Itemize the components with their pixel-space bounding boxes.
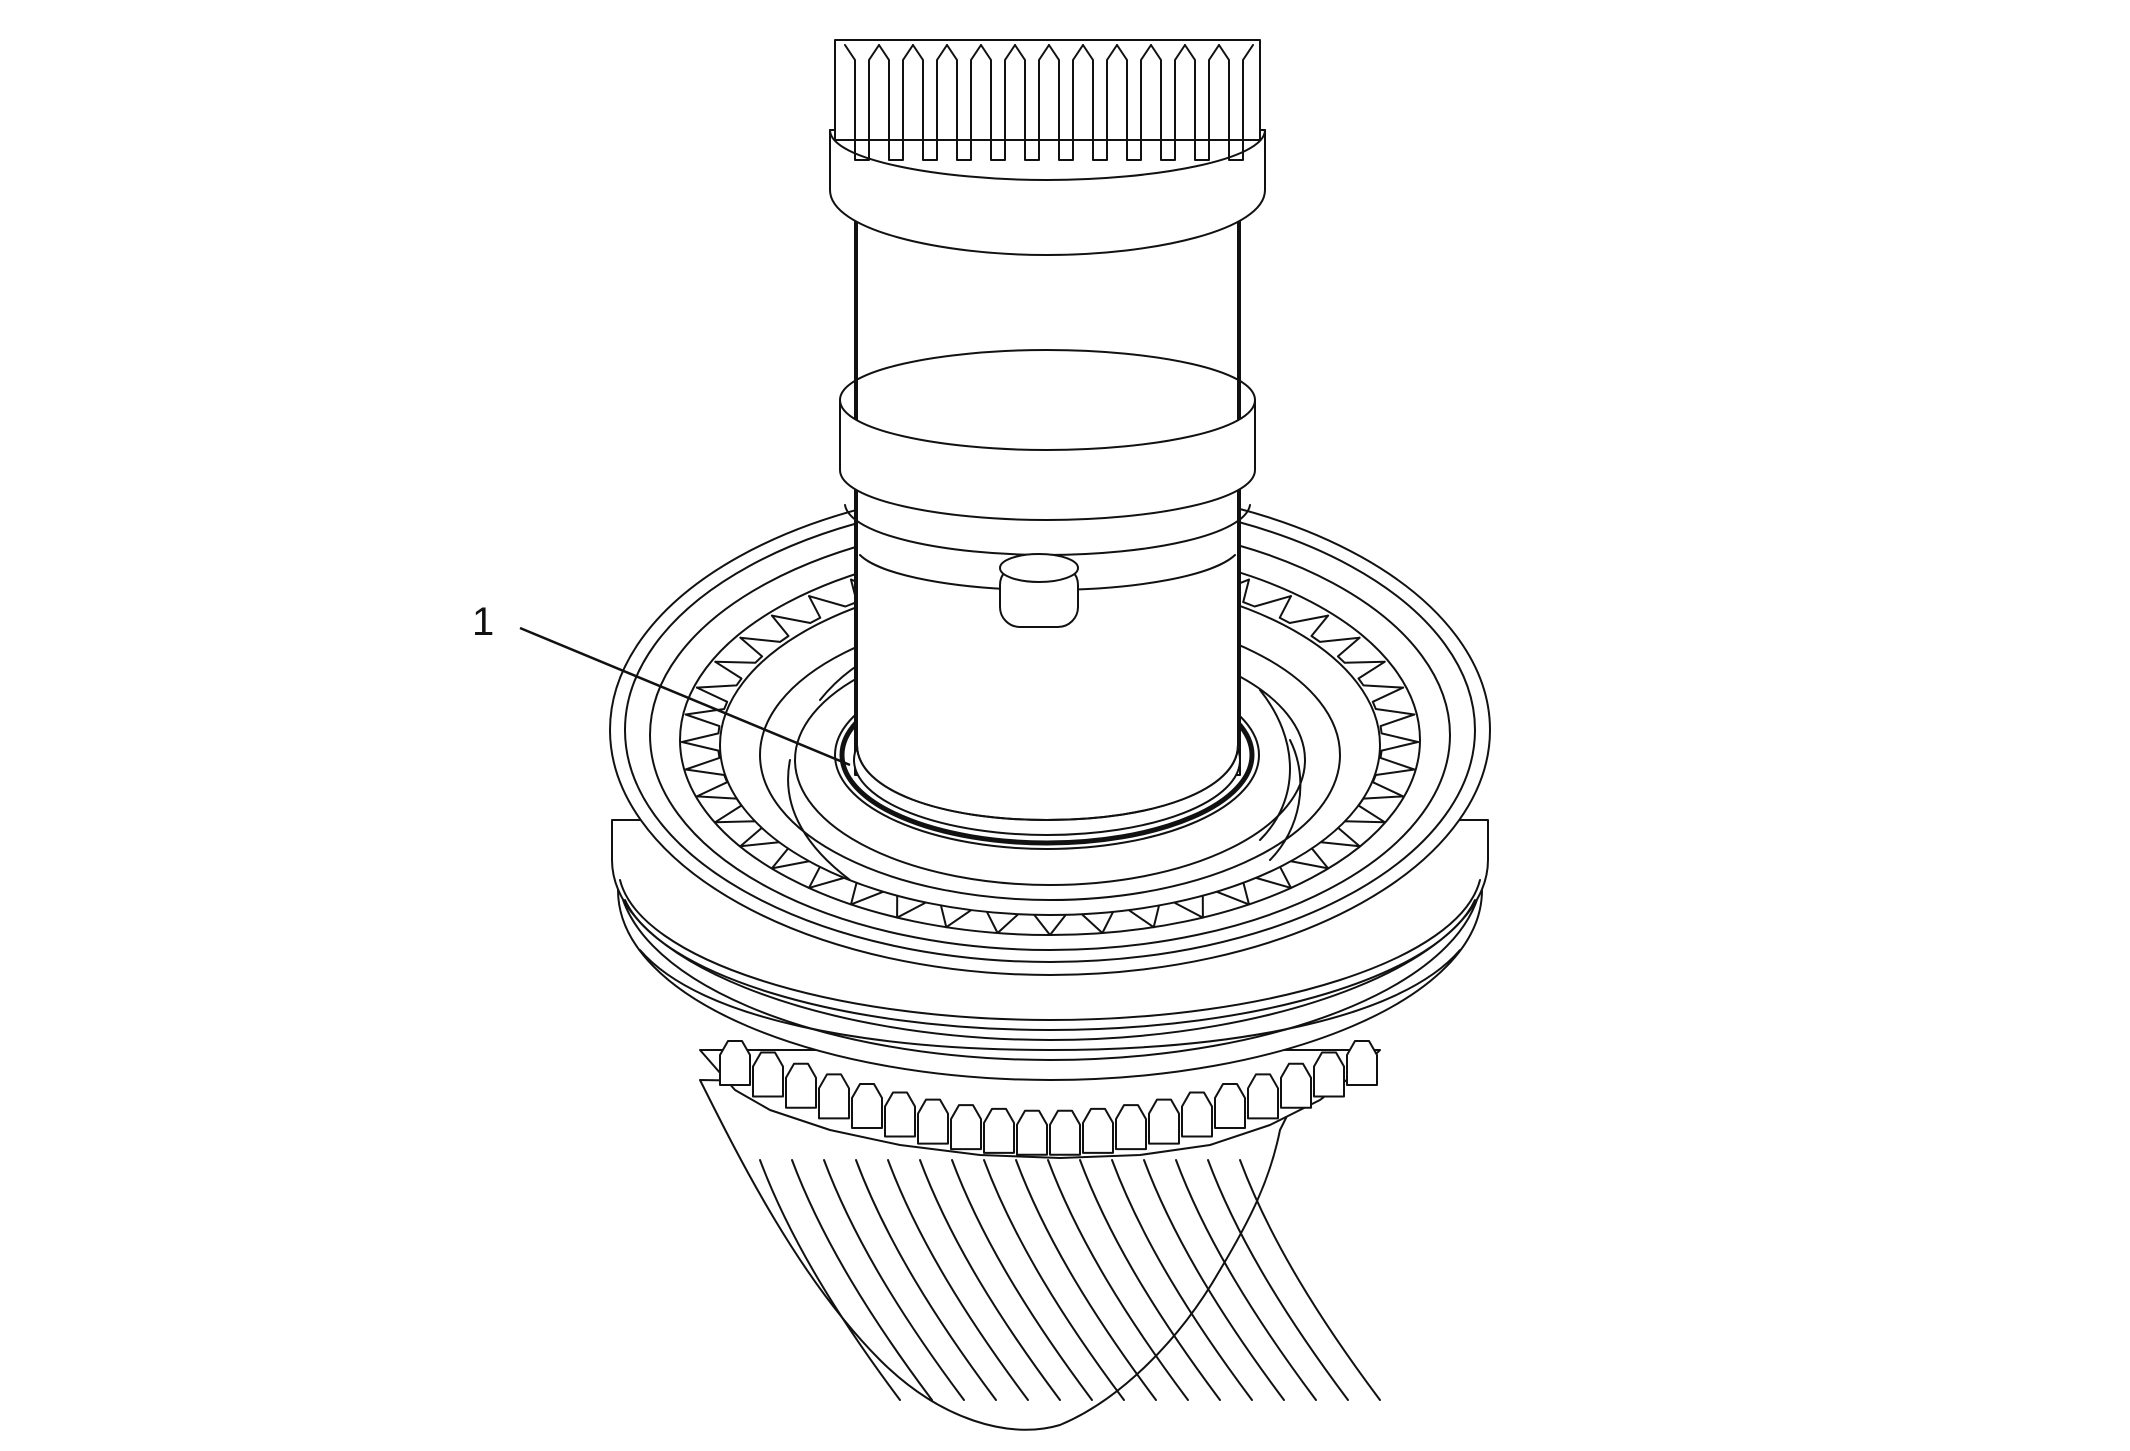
spline-tooth [1150, 44, 1186, 161]
helical-tooth [983, 1159, 1125, 1401]
ring-tooth [1242, 578, 1292, 608]
gear-tooth [1214, 1082, 1246, 1129]
ring-tooth [739, 614, 790, 643]
ring-tooth [714, 636, 764, 664]
spline-tooth [1218, 44, 1254, 161]
spline-tooth [980, 44, 1016, 161]
ring-tooth [1336, 636, 1386, 664]
spline-tooth [946, 44, 982, 161]
ring-tooth [1357, 660, 1405, 689]
ring-tooth [695, 660, 743, 689]
gear-tooth [1082, 1107, 1114, 1154]
ring-tooth [1278, 595, 1330, 624]
leader-line [519, 626, 851, 767]
helical-tooth [1143, 1159, 1285, 1401]
helical-tooth [1175, 1159, 1317, 1401]
callout-1: 1 [472, 600, 851, 767]
spline-tooth [912, 44, 948, 161]
ring-tooth [808, 578, 858, 608]
helical-tooth [951, 1159, 1093, 1401]
gear-tooth [1181, 1091, 1213, 1138]
gear-tooth [1049, 1109, 1081, 1156]
helical-tooth [887, 1159, 1029, 1401]
helical-tooth [919, 1159, 1061, 1401]
shaft [829, 39, 1266, 850]
gear-tooth [1016, 1109, 1048, 1156]
spline-tooth [1082, 44, 1118, 161]
gear-tooth [818, 1073, 850, 1120]
helical-tooth [1079, 1159, 1221, 1401]
gear-tooth [752, 1051, 784, 1098]
spline-tooth [1014, 44, 1050, 161]
gear-tooth [1115, 1104, 1147, 1151]
helical-tooth [1111, 1159, 1253, 1401]
gear-tooth [983, 1107, 1015, 1154]
spline-tooth [878, 44, 914, 161]
helical-gear [699, 1040, 1381, 1431]
ring-tooth [1310, 614, 1361, 643]
ring-tooth [681, 713, 721, 743]
callout-label: 1 [472, 600, 494, 644]
helical-tooth [1239, 1159, 1381, 1401]
ring-tooth [770, 595, 822, 624]
gear-tooth [917, 1098, 949, 1145]
spline-tooth [844, 44, 880, 161]
helical-tooth [823, 1159, 965, 1401]
helical-tooth [791, 1159, 933, 1401]
spline-tooth [1116, 44, 1152, 161]
gear-tooth [950, 1104, 982, 1151]
helical-tooth [1047, 1159, 1189, 1401]
helical-tooth [1015, 1159, 1157, 1401]
spline-tooth [1184, 44, 1220, 161]
ring-tooth [1379, 713, 1419, 743]
helical-tooth [855, 1159, 997, 1401]
gear-tooth [1280, 1062, 1312, 1109]
gear-tooth [1346, 1040, 1378, 1086]
gear-tooth [719, 1040, 751, 1086]
ring-tooth [681, 741, 721, 771]
gear-tooth [884, 1091, 916, 1138]
ring-tooth [1379, 741, 1419, 771]
ring-tooth [684, 686, 729, 716]
spline-tooth [1048, 44, 1084, 161]
helical-tooth [1207, 1159, 1349, 1401]
gear-tooth [785, 1062, 817, 1109]
gear-tooth [851, 1082, 883, 1129]
gear-tooth [1148, 1098, 1180, 1145]
gear-tooth [1247, 1073, 1279, 1120]
ring-tooth [1371, 686, 1416, 716]
helical-tooth [759, 1159, 901, 1401]
gear-tooth [1313, 1051, 1345, 1098]
